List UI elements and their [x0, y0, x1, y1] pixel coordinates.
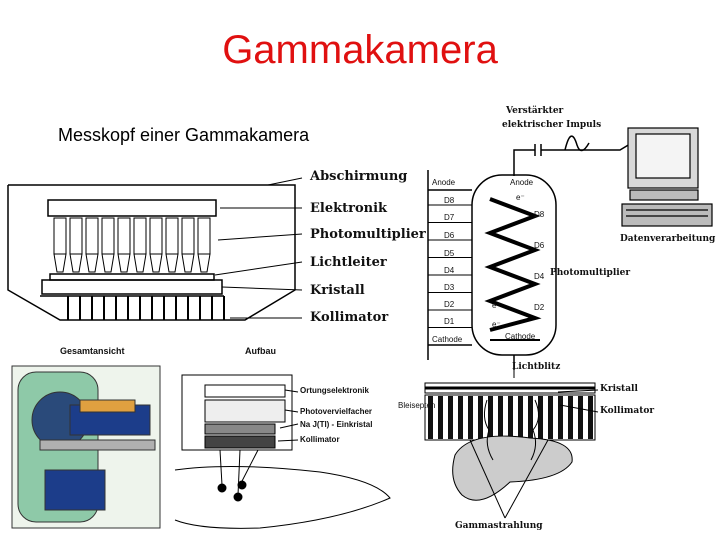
photomultiplier-tubes — [53, 217, 211, 273]
collimator-bar — [508, 396, 513, 439]
collimator-bar — [498, 396, 503, 439]
pmt-tube-cone — [197, 253, 211, 273]
pmt-tube — [117, 217, 131, 255]
label-elektronik: Elektronik — [310, 201, 388, 216]
label-pmt-kollimator: Kollimator — [600, 406, 655, 416]
dynode-left-d5: D5 — [444, 249, 455, 258]
dynode-ticks — [428, 204, 472, 328]
pmt-tube-cone — [165, 253, 179, 273]
label-verstaerkter: Verstärkter — [506, 106, 564, 116]
dynode-right-d6: D6 — [534, 241, 545, 250]
collimator-bar — [468, 396, 473, 439]
label-kollimator: Kollimator — [310, 310, 389, 325]
electron-label-2: e⁻ — [492, 301, 501, 310]
pmt-schematic — [427, 135, 641, 370]
structure-sketch — [174, 374, 391, 529]
pmt-tube-cone — [53, 253, 67, 273]
collimator-bar — [458, 396, 463, 439]
collimator-bars — [428, 396, 593, 439]
dynode-left-d7: D7 — [444, 213, 455, 222]
collimator-bar — [478, 396, 483, 439]
label-lichtblitz: Lichtblitz — [512, 362, 561, 372]
label-gammastrahlung: Gammastrahlung — [455, 521, 543, 531]
pmt-tube — [101, 217, 115, 255]
label-pmt-photomultiplier: Photomultiplier — [550, 268, 631, 278]
pmt-tube — [181, 217, 195, 255]
label-naj: Na J(Tl) - Einkristal — [300, 420, 373, 429]
dynode-left-d4: D4 — [444, 266, 455, 275]
label-impuls: elektrischer Impuls — [502, 120, 602, 130]
dynode-path — [484, 197, 542, 332]
pmt-tube — [197, 217, 211, 255]
pmt-tube — [69, 217, 83, 255]
label-abschirmung: Abschirmung — [310, 169, 408, 184]
label-anode-left: Anode — [432, 178, 456, 187]
collimator-bar — [428, 396, 433, 439]
dynode-right-d8: D8 — [534, 210, 545, 219]
dynode-left-d2: D2 — [444, 300, 455, 309]
label-overview-kollimator: Kollimator — [300, 435, 340, 444]
collimator-bar — [528, 396, 533, 439]
label-photovervielfacher: Photovervielfacher — [300, 407, 373, 416]
head-label-arrows — [214, 177, 303, 319]
pmt-tube — [149, 217, 163, 255]
label-anode-inner: Anode — [510, 178, 534, 187]
dynode-left-d3: D3 — [444, 283, 455, 292]
label-cathode-inner: Cathode — [505, 332, 536, 341]
electron-label-3: e⁻ — [492, 320, 501, 329]
pmt-tube-cone — [69, 253, 83, 273]
subtitle: Messkopf einer Gammakamera — [58, 125, 310, 145]
dynode-left-d1: D1 — [444, 317, 455, 326]
page-title: Gammakamera — [222, 28, 498, 72]
collimator-bar — [548, 396, 553, 439]
dynode-chain — [484, 197, 542, 332]
label-kristall: Kristall — [310, 283, 365, 298]
dynode-right-d2: D2 — [534, 303, 545, 312]
measuring-head-drawing — [7, 184, 296, 321]
label-lichtleiter: Lichtleiter — [310, 255, 387, 270]
pmt-tube-cone — [181, 253, 195, 273]
label-datenverarbeitung: Datenverarbeitung — [620, 234, 716, 244]
label-ortungselektronik: Ortungselektronik — [300, 386, 369, 395]
collimator-bar — [588, 396, 593, 439]
collimator-bar — [558, 396, 563, 439]
dynode-left-d6: D6 — [444, 231, 455, 240]
pmt-tube-cone — [149, 253, 163, 273]
dynode-left-d8: D8 — [444, 196, 455, 205]
liver-organ — [452, 399, 573, 519]
pmt-tube — [165, 217, 179, 255]
collimator-bar — [578, 396, 583, 439]
collimator-bar — [568, 396, 573, 439]
gantry-photo — [11, 365, 161, 529]
collimator-bar — [438, 396, 443, 439]
pmt-tube-cone — [85, 253, 99, 273]
dynode-right-d4: D4 — [534, 272, 545, 281]
collimator-bar — [488, 396, 493, 439]
collimator-bar — [448, 396, 453, 439]
collimator-bar — [518, 396, 523, 439]
pmt-label-arrows — [513, 365, 599, 413]
pmt-tube-cone — [133, 253, 147, 273]
label-pmt-kristall: Kristall — [600, 384, 638, 394]
label-bleisepten: Bleisepten — [398, 401, 436, 410]
pmt-tube-cone — [101, 253, 115, 273]
label-aufbau: Aufbau — [245, 346, 276, 356]
electron-label-1: e⁻ — [516, 193, 525, 202]
label-gesamtansicht: Gesamtansicht — [60, 346, 125, 356]
label-cathode-left: Cathode — [432, 335, 463, 344]
pmt-tube-cone — [117, 253, 131, 273]
pmt-tube — [133, 217, 147, 255]
computer-icon — [621, 127, 713, 227]
collimator-bar — [538, 396, 543, 439]
label-photomultiplier: Photomultiplier — [310, 227, 426, 242]
pmt-tube — [85, 217, 99, 255]
collimator-septa — [67, 296, 225, 320]
pmt-tube — [53, 217, 67, 255]
